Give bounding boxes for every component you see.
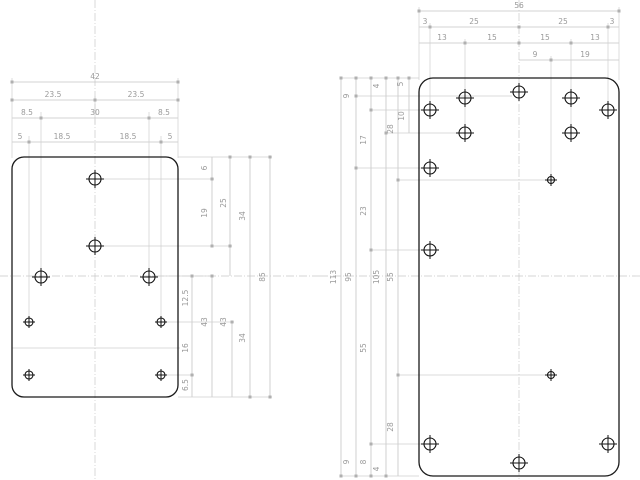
left-dim-half-right: 23.5 <box>128 90 145 99</box>
right-dim-bottom-b: 4 <box>372 466 381 471</box>
left-dim-to-pair: 34 <box>238 211 247 221</box>
right-dim-span-105: 105 <box>372 270 381 285</box>
right-dim-row2-d: 13 <box>590 33 600 42</box>
left-dim-edge-right: 8.5 <box>158 108 170 117</box>
right-hole-top-right-b <box>562 124 580 142</box>
right-hole-top-center <box>510 83 528 101</box>
left-hole-center <box>86 237 104 255</box>
left-dim-overall: 42 <box>90 72 100 81</box>
right-dim-span-55a: 55 <box>386 272 395 282</box>
left-dim-bottom-margin: 6.5 <box>181 379 190 391</box>
right-hole-top-left-b <box>456 124 474 142</box>
right-hole-corner-top-right <box>599 101 617 119</box>
left-dim-edge-left: 8.5 <box>21 108 33 117</box>
right-dim-row3-b: 19 <box>580 50 590 59</box>
left-dim-half-left: 23.5 <box>45 90 62 99</box>
right-dim-left-half: 25 <box>469 17 479 26</box>
right-dim-small-offset: 10 <box>397 111 406 121</box>
left-dim-small-gap: 16 <box>181 343 190 353</box>
right-dim-span-55b: 55 <box>359 343 368 353</box>
right-dim-bottom-small: 9 <box>342 459 351 464</box>
left-dim-top-offset: 6 <box>200 165 209 170</box>
right-dim-upper-pair: 28 <box>386 124 395 134</box>
left-hole-small-lower-right <box>155 369 167 381</box>
right-dim-row3-a: 9 <box>533 50 538 59</box>
right-hole-top-right-a <box>562 89 580 107</box>
left-dim-bottom-span: 34 <box>238 333 247 343</box>
left-dim-mid-gap: 12.5 <box>181 289 190 306</box>
right-hole-small-upper <box>545 174 557 186</box>
right-dim-margin-right: 3 <box>610 17 615 26</box>
right-dim-row2-a: 13 <box>437 33 447 42</box>
right-horizontal-dimensions: 56 3 25 25 3 13 15 15 13 9 19 <box>417 1 621 180</box>
right-hole-bottom-center <box>510 454 528 472</box>
left-dim-lower-a: 43 <box>200 317 209 327</box>
right-dim-top-a: 4 <box>372 83 381 88</box>
right-vertical-dimensions: 9 4 5 17 28 10 23 113 95 105 55 55 28 9 … <box>329 76 545 478</box>
left-hole-small-upper-right <box>155 316 167 328</box>
right-dim-overall: 56 <box>514 1 524 10</box>
left-hole-mid-left <box>32 268 50 286</box>
right-dim-margin-left: 3 <box>423 17 428 26</box>
right-plate: 56 3 25 25 3 13 15 15 13 9 19 <box>320 0 640 480</box>
right-hole-top-left-a <box>456 89 474 107</box>
left-dim-lower-b: 43 <box>219 317 228 327</box>
left-dim-first-gap: 19 <box>200 208 209 218</box>
right-dim-top-b: 5 <box>396 81 405 86</box>
left-dim-second-gap: 25 <box>219 198 228 208</box>
right-dim-bottom-a: 8 <box>359 459 368 464</box>
right-hole-left-upper <box>421 159 439 177</box>
left-dim-margin-right: 5 <box>168 132 173 141</box>
right-dim-right-half: 25 <box>558 17 568 26</box>
right-dim-row2-b: 15 <box>487 33 497 42</box>
left-dim-inner-right: 18.5 <box>120 132 137 141</box>
left-dim-margin-left: 5 <box>18 132 23 141</box>
left-dim-overall: 85 <box>258 272 267 282</box>
left-vertical-dimensions: 6 19 25 34 85 12.5 43 43 34 16 6.5 <box>100 155 272 399</box>
right-dim-mid-span: 23 <box>359 206 368 216</box>
left-holes <box>23 170 167 381</box>
left-plate-outline <box>11 156 179 398</box>
right-holes <box>421 83 617 472</box>
left-dim-inner-left: 18.5 <box>54 132 71 141</box>
left-plate: 42 23.5 23.5 8.5 30 8.5 5 18.5 18.5 5 <box>0 0 320 480</box>
right-dim-row2-c: 15 <box>540 33 550 42</box>
left-hole-mid-right <box>140 268 158 286</box>
left-horizontal-dimensions: 42 23.5 23.5 8.5 30 8.5 5 18.5 18.5 5 <box>10 72 180 322</box>
right-dim-upper-gap: 17 <box>359 135 368 145</box>
right-dim-lower-pair: 28 <box>386 422 395 432</box>
right-hole-small-lower <box>545 369 557 381</box>
right-hole-left-mid <box>421 241 439 259</box>
right-hole-corner-bottom-right <box>599 435 617 453</box>
left-hole-small-upper-left <box>23 316 35 328</box>
right-dim-overall: 113 <box>329 270 338 285</box>
right-hole-corner-top-left <box>421 101 439 119</box>
right-dim-top-small: 9 <box>342 93 351 98</box>
right-hole-corner-bottom-left <box>421 435 439 453</box>
left-hole-top <box>86 170 104 188</box>
right-plate-outline <box>418 77 620 477</box>
right-dim-span-95: 95 <box>344 272 353 282</box>
left-hole-small-lower-left <box>23 369 35 381</box>
